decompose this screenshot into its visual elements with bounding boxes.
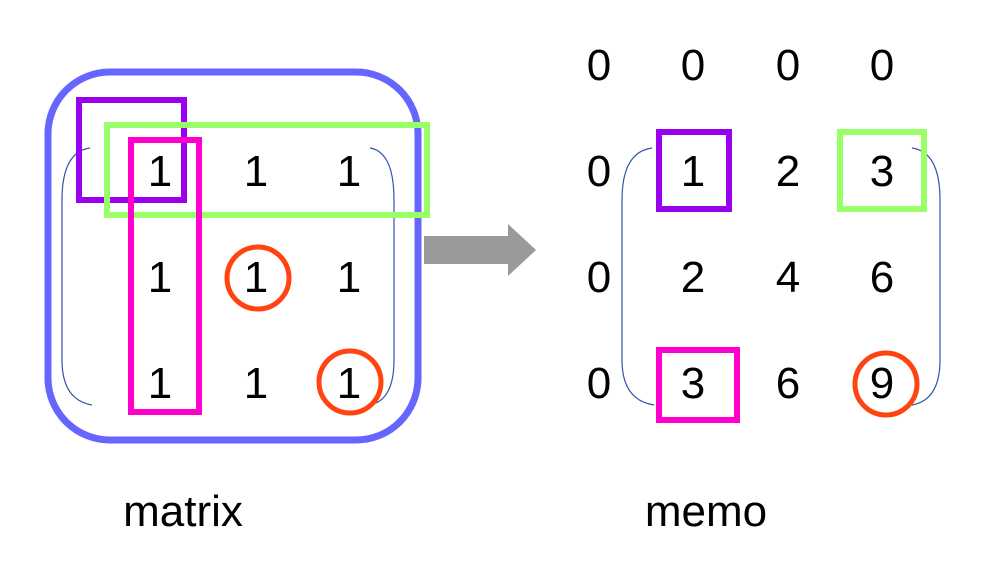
memo-top-left-highlight [656, 129, 732, 212]
matrix-cell: 1 [244, 147, 268, 196]
matrix-values: 1 1 1 1 1 1 1 1 1 [148, 147, 361, 408]
matrix-cell: 1 [148, 253, 172, 302]
memo-cell: 2 [681, 253, 705, 302]
matrix-cell: 1 [148, 147, 172, 196]
memo-label: memo [645, 487, 767, 536]
matrix-cell: 1 [337, 147, 361, 196]
memo-cell: 9 [870, 359, 894, 408]
memo-cell: 0 [587, 41, 611, 90]
memo-figure: 0 0 0 0 0 1 2 3 0 2 4 6 0 3 6 9 memo [587, 41, 941, 536]
transform-arrow [424, 224, 536, 276]
memo-values: 0 0 0 0 0 1 2 3 0 2 4 6 0 3 6 9 [587, 41, 894, 408]
memo-first-column-end-highlight [656, 347, 740, 423]
memo-cell: 0 [776, 41, 800, 90]
memo-cell: 0 [681, 41, 705, 90]
matrix-cell: 1 [337, 253, 361, 302]
memo-cell: 2 [776, 147, 800, 196]
matrix-right-bracket [369, 147, 395, 406]
memo-cell: 6 [776, 359, 800, 408]
first-row-highlight [104, 122, 430, 218]
memo-cell: 0 [587, 253, 611, 302]
right-arrow-icon [424, 224, 536, 276]
matrix-cell: 1 [244, 359, 268, 408]
memo-first-row-end-highlight [837, 129, 927, 212]
matrix-region-highlight [44, 68, 422, 444]
matrix-label: matrix [123, 487, 243, 536]
memo-cell: 0 [587, 147, 611, 196]
memo-left-bracket [621, 147, 655, 406]
matrix-cell: 1 [148, 359, 172, 408]
memo-cell: 4 [776, 253, 800, 302]
memo-cell: 3 [870, 147, 894, 196]
matrix-cell: 1 [244, 253, 268, 302]
diagonal-cell-highlight [316, 348, 384, 416]
memo-cell: 3 [681, 359, 705, 408]
memo-cell: 0 [587, 359, 611, 408]
first-column-highlight [128, 137, 202, 415]
memo-cell: 1 [681, 147, 705, 196]
matrix-cell: 1 [337, 359, 361, 408]
memo-diagonal-end-highlight [852, 350, 920, 418]
memo-cell: 6 [870, 253, 894, 302]
matrix-figure: 1 1 1 1 1 1 1 1 1 matrix [44, 68, 430, 536]
matrix-left-bracket [61, 147, 93, 406]
diagonal-cell-highlight [224, 244, 292, 312]
memo-cell: 0 [870, 41, 894, 90]
